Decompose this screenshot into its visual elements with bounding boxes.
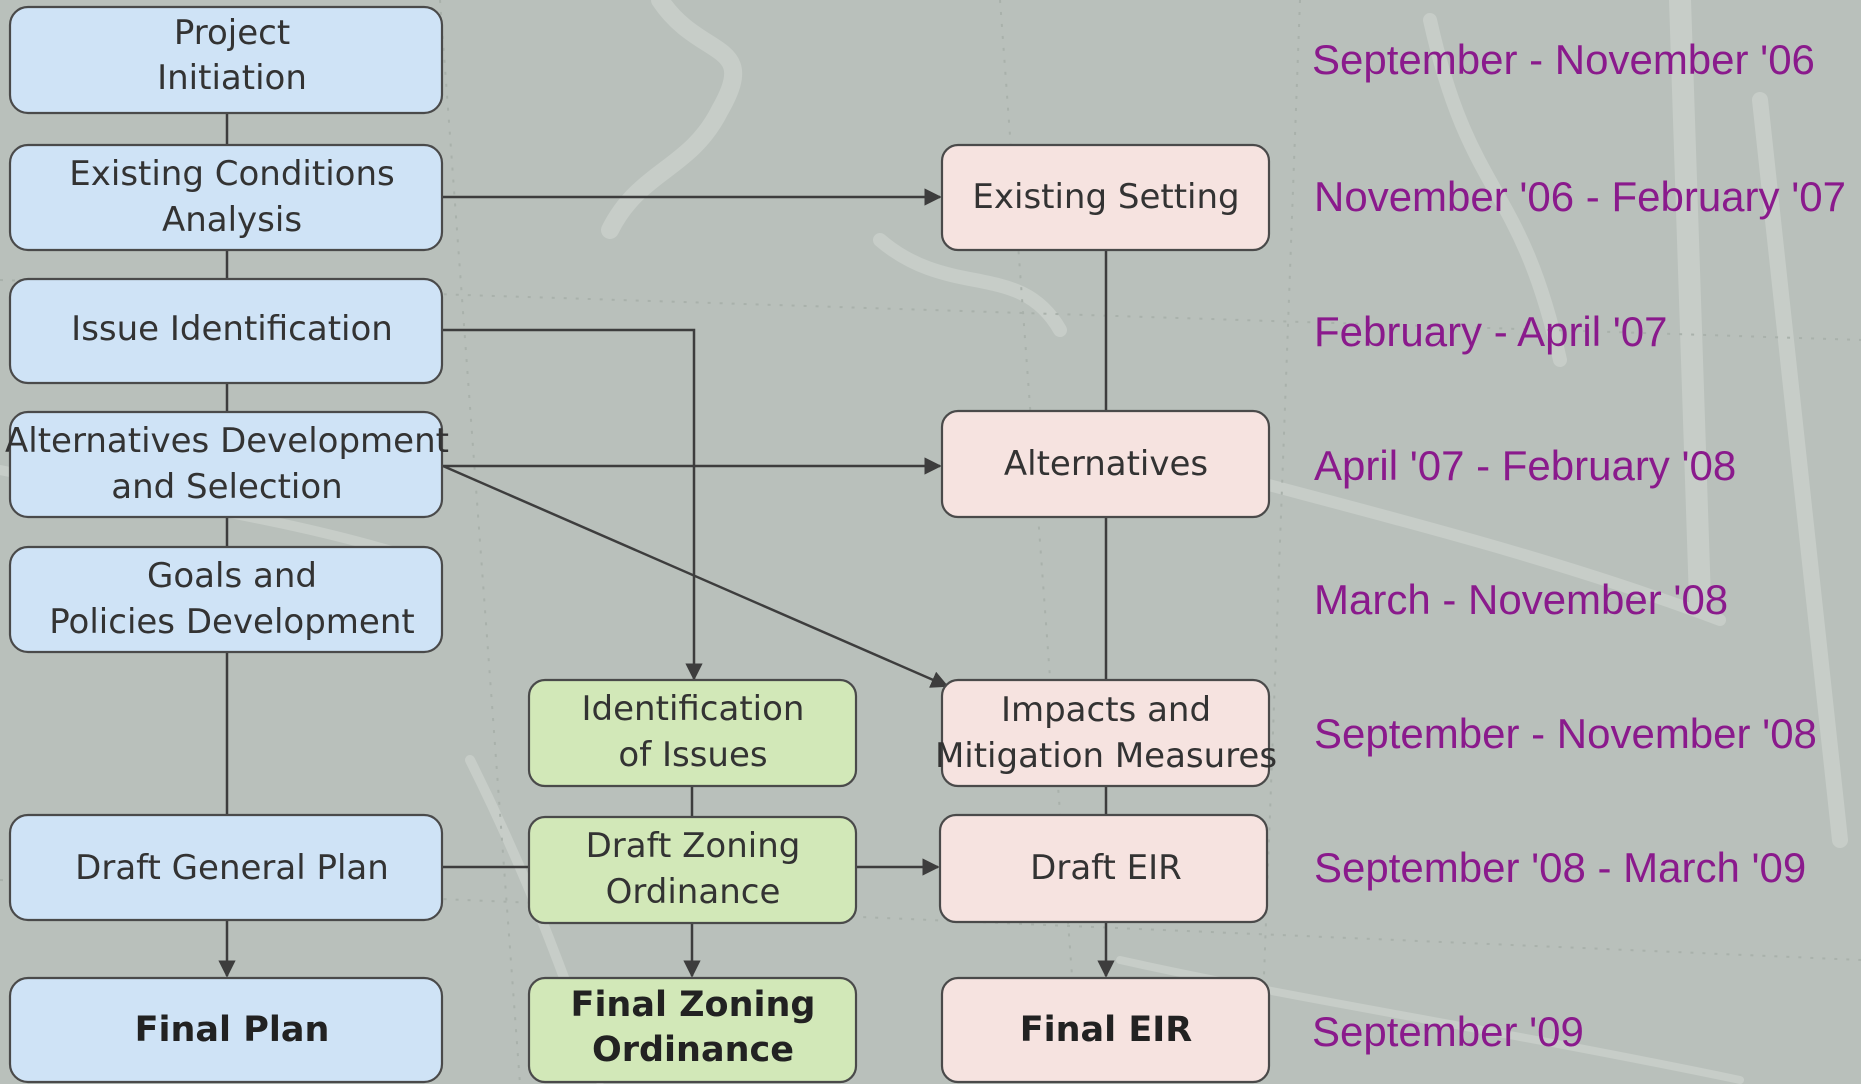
date-label: March - November '08 [1314, 576, 1728, 623]
node-label: Mitigation Measures [935, 736, 1277, 776]
node-final-plan: Final Plan [8, 976, 444, 1084]
date-label: September '08 - March '09 [1314, 844, 1806, 891]
node-draft-eir: Draft EIR [938, 813, 1269, 924]
node-draft-zoning-ordinance: Draft Zoning Ordinance [527, 815, 858, 925]
date-label: November '06 - February '07 [1314, 173, 1846, 220]
node-label: Issue Identification [71, 309, 393, 349]
node-label: Draft Zoning [586, 826, 801, 866]
node-project-initiation: Project Initiation [8, 5, 444, 115]
node-identification-of-issues: Identification of Issues [527, 678, 858, 788]
node-label: Ordinance [592, 1030, 794, 1070]
node-label: Impacts and [1001, 690, 1211, 730]
node-label: Policies Development [49, 602, 414, 642]
node-label: Alternatives [1004, 444, 1208, 484]
node-label: Draft General Plan [75, 848, 389, 888]
node-label: Existing Conditions [69, 154, 394, 194]
date-label: April '07 - February '08 [1314, 442, 1736, 489]
node-label: of Issues [618, 735, 767, 775]
node-draft-general-plan: Draft General Plan [8, 813, 444, 922]
node-label: Existing Setting [972, 177, 1239, 217]
node-label: and Selection [111, 467, 342, 507]
date-label: September - November '06 [1312, 36, 1815, 83]
node-existing-conditions-analysis: Existing Conditions Analysis [8, 143, 444, 252]
date-label: February - April '07 [1314, 308, 1668, 355]
node-label: Analysis [162, 200, 302, 240]
connector-issues-identification [443, 328, 703, 681]
node-label: Project [174, 13, 290, 53]
node-label: Final Plan [135, 1010, 330, 1050]
connectors [218, 113, 1115, 978]
date-label: September '09 [1312, 1008, 1584, 1055]
node-label: Final EIR [1020, 1010, 1193, 1050]
node-label: Ordinance [606, 872, 781, 912]
node-impacts-mitigation-measures: Impacts and Mitigation Measures [935, 678, 1277, 788]
node-alternatives: Alternatives [940, 409, 1271, 519]
date-label: September - November '08 [1314, 710, 1817, 757]
node-final-eir: Final EIR [940, 976, 1271, 1084]
node-label: Alternatives Development [5, 421, 449, 461]
connector-altdev-impacts [442, 464, 949, 688]
node-label: Identification [582, 689, 805, 729]
timeline-dates: September - November '06 November '06 - … [1312, 36, 1846, 1055]
node-label: Draft EIR [1030, 848, 1182, 888]
node-existing-setting: Existing Setting [940, 143, 1271, 252]
node-alternatives-development: Alternatives Development and Selection [5, 410, 449, 519]
node-label: Goals and [147, 556, 317, 596]
node-final-zoning-ordinance: Final Zoning Ordinance [527, 976, 858, 1084]
node-label: Final Zoning [571, 985, 816, 1025]
node-label: Initiation [157, 58, 307, 98]
node-goals-policies-development: Goals and Policies Development [8, 545, 444, 654]
node-issue-identification: Issue Identification [8, 277, 444, 385]
